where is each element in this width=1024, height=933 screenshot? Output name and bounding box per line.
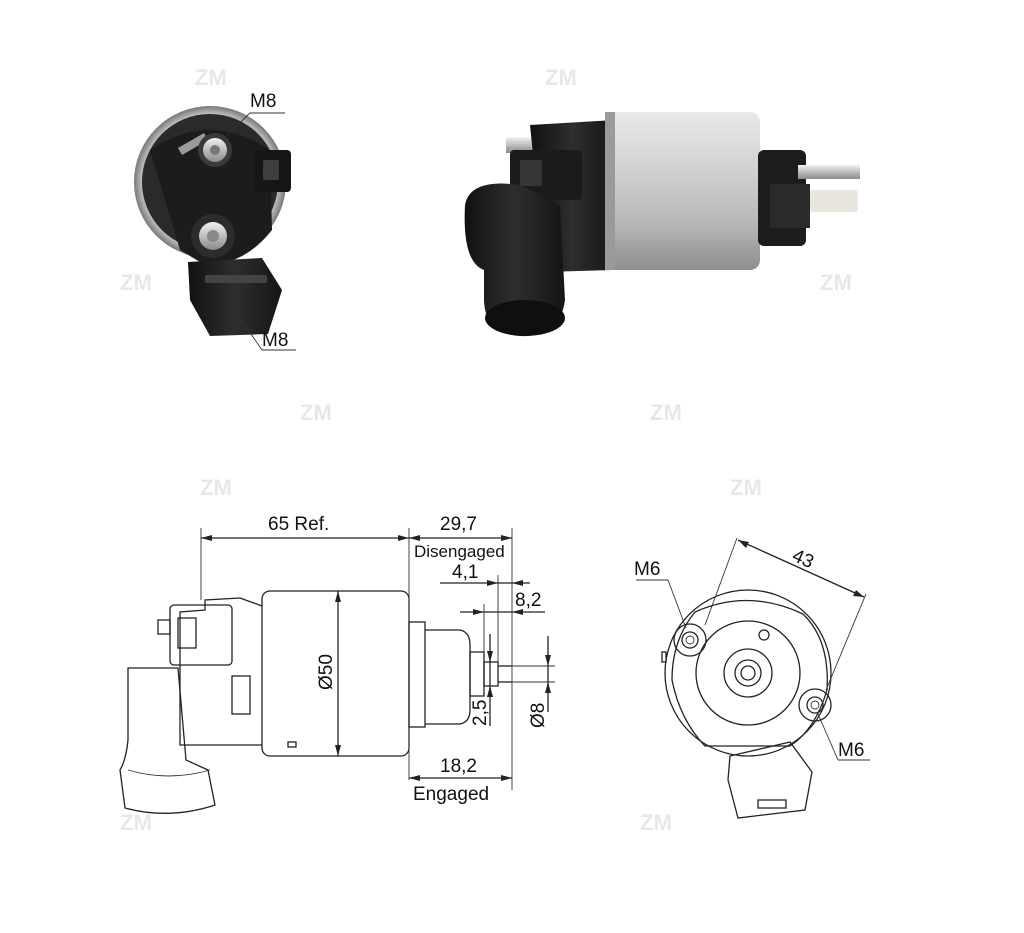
arrow — [545, 682, 551, 693]
leader-m6-right — [817, 713, 839, 761]
plunger-stud — [798, 165, 860, 179]
silver-body — [605, 112, 760, 270]
dim-diameter-label: Ø50 — [316, 654, 337, 690]
drawing-end-view: 43 M6 M6 — [634, 537, 870, 819]
connector-socket — [263, 160, 279, 180]
arrow — [487, 580, 498, 586]
arrow — [501, 535, 512, 541]
ext-line — [825, 593, 867, 691]
drawing-plunger-head — [469, 651, 485, 697]
elbow-plug — [188, 258, 282, 336]
watermark-text: ZM — [650, 400, 682, 425]
end-boss — [723, 648, 773, 698]
thread-label-top: M8 — [250, 91, 276, 112]
dim-line-spacing — [737, 539, 865, 598]
drawing-connector — [169, 604, 233, 666]
drawing-body-mark — [287, 741, 297, 748]
arrow — [545, 655, 551, 666]
terminal-left-tab — [661, 651, 667, 663]
drawing-collar — [425, 629, 471, 725]
arrow — [335, 591, 341, 602]
end-inner-circle — [695, 620, 801, 726]
terminal-right-inner — [806, 696, 824, 714]
drawing-connector-slot — [177, 617, 197, 649]
terminal-strip — [178, 133, 208, 155]
drawing-front-plate — [408, 621, 426, 728]
terminal-left-core — [685, 635, 695, 645]
arrow — [853, 590, 864, 597]
watermark-text: ZM — [120, 810, 152, 835]
spring-clip — [810, 190, 858, 212]
end-connector-latch — [757, 799, 787, 809]
drawing-side-view: 65 Ref. 29,7 Disengaged 4,1 8,2 Ø50 2,5 — [119, 514, 555, 814]
thread-label-m6-right: M6 — [838, 740, 864, 761]
thread-label-bottom: M8 — [262, 330, 288, 351]
arrow — [501, 775, 512, 781]
dim-8-2-label: 8,2 — [515, 590, 541, 611]
leader-m6-left — [667, 579, 687, 629]
arrow — [398, 535, 409, 541]
terminal-left-inner — [681, 631, 699, 649]
drawing-cap-lug — [231, 675, 251, 715]
leader-top — [221, 112, 251, 141]
plug-mouth — [485, 300, 565, 336]
arrow — [487, 651, 493, 662]
arrow — [201, 535, 212, 541]
collar-step — [770, 184, 810, 228]
dim-length-label: 65 Ref. — [268, 514, 329, 535]
photo-front-view: M8 M8 — [134, 91, 296, 351]
end-pin — [740, 665, 756, 681]
thread-label-m6-left: M6 — [634, 559, 660, 580]
drawing-plunger-stem — [483, 661, 499, 687]
bolt-top — [210, 145, 220, 155]
terminal-right-outer — [798, 688, 832, 722]
leader-bottom — [239, 317, 263, 351]
arrow — [512, 580, 523, 586]
dim-2-5-label: 2,5 — [470, 700, 491, 726]
engaged-label: Engaged — [413, 784, 489, 805]
watermark-text: ZM — [640, 810, 672, 835]
connector-slot — [520, 160, 542, 186]
watermark-text: ZM — [300, 400, 332, 425]
plug-ridge — [205, 275, 267, 283]
watermark-text: ZM — [820, 270, 852, 295]
arrow — [512, 609, 523, 615]
watermark-text: ZM — [200, 475, 232, 500]
dim-engaged-label: 18,2 — [440, 756, 477, 777]
arrow — [409, 775, 420, 781]
dim-8-label: Ø8 — [528, 703, 549, 728]
watermark-layer: ZM ZM ZM ZM ZM ZM ZM ZM ZM ZM — [120, 65, 852, 835]
terminal-left-outer — [673, 623, 707, 657]
ext-line — [704, 537, 738, 626]
photo-side-view — [464, 112, 860, 337]
end-flange — [671, 599, 828, 747]
watermark-text: ZM — [195, 65, 227, 90]
watermark-text: ZM — [730, 475, 762, 500]
drawing-rear-cap — [179, 597, 263, 746]
dim-spacing-label: 43 — [789, 545, 817, 573]
drawing-bolt — [157, 619, 171, 635]
cap-body — [150, 130, 272, 264]
arrow — [487, 686, 493, 697]
watermark-text: ZM — [120, 270, 152, 295]
dim-stroke-label: 29,7 — [440, 514, 477, 535]
arrow — [335, 745, 341, 756]
drawing-elbow — [119, 667, 216, 814]
drawing-elbow-seam — [127, 769, 211, 777]
arrow — [738, 540, 749, 548]
arrow — [409, 535, 420, 541]
body-rim — [605, 112, 615, 270]
bolt-bottom — [207, 230, 219, 242]
elbow-plug-side — [464, 183, 565, 337]
end-small-hole — [758, 629, 770, 641]
watermark-text: ZM — [545, 65, 577, 90]
disengaged-label: Disengaged — [414, 542, 505, 561]
end-outer-circle — [664, 589, 832, 757]
end-bore — [734, 659, 762, 687]
end-connector — [727, 741, 813, 819]
dim-4-1-label: 4,1 — [452, 562, 478, 583]
arrow — [473, 609, 484, 615]
terminal-right-core — [810, 700, 820, 710]
